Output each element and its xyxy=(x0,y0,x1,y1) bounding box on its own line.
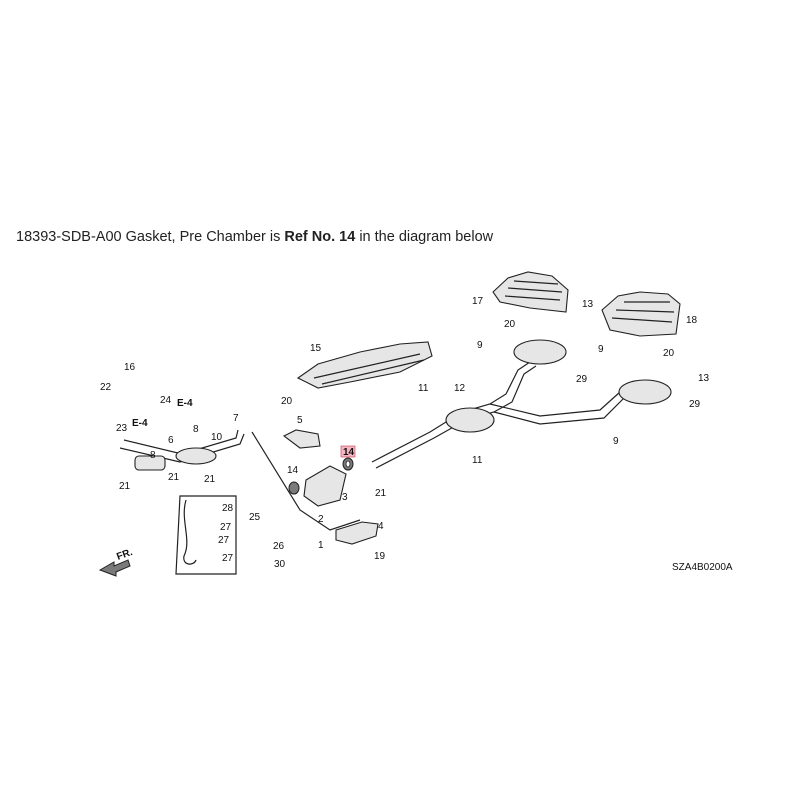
caption-suffix-text: in the diagram below xyxy=(355,229,494,245)
callout-28: 28 xyxy=(222,503,234,514)
callout-3: 3 xyxy=(342,492,348,503)
callout-5: 5 xyxy=(297,415,303,426)
callout-9: 9 xyxy=(477,340,483,351)
callout-19: 19 xyxy=(374,551,386,562)
callout-20-third: 20 xyxy=(281,396,293,407)
callout-8-second: 8 xyxy=(150,450,156,461)
gasket-14-left xyxy=(288,481,300,495)
gasket-14 xyxy=(342,457,354,471)
callout-9-second: 9 xyxy=(598,344,604,355)
callout-23: 23 xyxy=(116,423,128,434)
callout-4: 4 xyxy=(378,521,384,532)
callout-1: 1 xyxy=(318,540,324,551)
callout-20-second: 20 xyxy=(663,348,675,359)
callout-29: 29 xyxy=(576,374,588,385)
front-direction-arrow: FR. xyxy=(98,547,134,577)
callout-7: 7 xyxy=(233,413,239,424)
callout-17: 17 xyxy=(472,296,484,307)
heat-shield-18 xyxy=(601,291,681,337)
callout-11: 11 xyxy=(418,383,429,394)
ref-e4-left: E-4 xyxy=(132,418,148,429)
callout-14: 14 xyxy=(343,447,355,458)
callout-10: 10 xyxy=(211,432,223,443)
callout-11-second: 11 xyxy=(472,455,483,466)
callout-25: 25 xyxy=(249,512,261,523)
highlight-box-14 xyxy=(340,445,356,458)
callout-21-fourth: 21 xyxy=(375,488,387,499)
sensor-harness-25 xyxy=(175,495,237,575)
callout-labels: 1 2 3 4 5 6 7 8 8 9 9 9 10 11 11 12 13 1… xyxy=(100,296,733,573)
callout-6: 6 xyxy=(168,435,174,446)
callout-27-second: 27 xyxy=(218,535,230,546)
callout-24: 24 xyxy=(160,395,172,406)
callout-15: 15 xyxy=(310,343,322,354)
callout-12: 12 xyxy=(454,383,466,394)
callout-29-second: 29 xyxy=(689,399,701,410)
caption-ref-number: Ref No. 14 xyxy=(284,229,356,245)
callout-16: 16 xyxy=(124,362,136,373)
caption: 18393-SDB-A00 Gasket, Pre Chamber is Ref… xyxy=(16,229,493,245)
callout-22: 22 xyxy=(100,382,112,393)
ref-e4-top: E-4 xyxy=(177,398,193,409)
callout-8: 8 xyxy=(193,424,199,435)
heat-shield-17 xyxy=(492,271,569,313)
bracket-4 xyxy=(335,521,379,545)
callout-13: 13 xyxy=(582,299,594,310)
callout-9-third: 9 xyxy=(613,436,619,447)
callout-30: 30 xyxy=(274,559,286,570)
callout-27: 27 xyxy=(220,522,232,533)
direction-label: FR. xyxy=(115,547,134,563)
front-pipe-7 xyxy=(119,429,245,471)
callout-21: 21 xyxy=(119,481,131,492)
callout-13-second: 13 xyxy=(698,373,710,384)
callout-26: 26 xyxy=(273,541,285,552)
callout-21-second: 21 xyxy=(168,472,180,483)
diagram-code: SZA4B0200A xyxy=(672,562,733,573)
rear-exhaust-pipe-12 xyxy=(371,339,672,469)
callout-20: 20 xyxy=(504,319,516,330)
heat-shield-15 xyxy=(296,341,433,389)
callout-21-third: 21 xyxy=(204,474,216,485)
callout-14-second: 14 xyxy=(287,465,299,476)
converter-1 xyxy=(251,429,361,531)
caption-part-text: 18393-SDB-A00 Gasket, Pre Chamber is xyxy=(16,229,285,245)
callout-27-third: 27 xyxy=(222,553,234,564)
callout-2: 2 xyxy=(318,514,324,525)
callout-18: 18 xyxy=(686,315,698,326)
